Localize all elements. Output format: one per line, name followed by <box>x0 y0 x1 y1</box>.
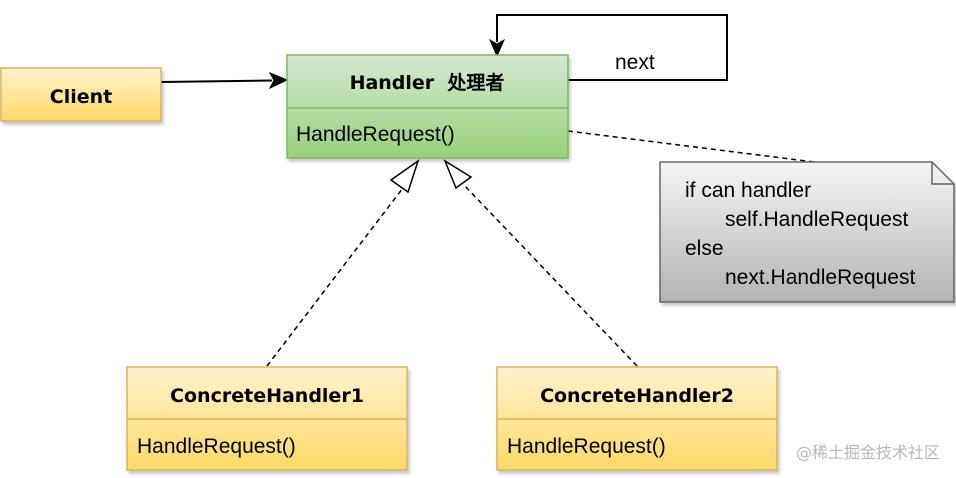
client-label: Client <box>50 86 112 108</box>
note-box <box>659 161 955 303</box>
concrete-handler1-title: ConcreteHandler1 <box>170 385 364 407</box>
handler-class-box <box>286 54 569 159</box>
watermark: @稀土掘金技术社区 <box>796 443 940 462</box>
note-line-1: if can handler <box>685 179 811 202</box>
concrete2-realization-edge <box>443 159 638 367</box>
handler-method: HandleRequest() <box>296 123 455 146</box>
next-self-loop-arrow <box>488 14 728 81</box>
client-to-handler-arrow <box>160 71 289 90</box>
note-connector <box>567 130 815 163</box>
note-line-2: self.HandleRequest <box>725 208 908 231</box>
concrete-handler2-title: ConcreteHandler2 <box>540 385 734 407</box>
note-line-3: else <box>685 237 724 260</box>
next-label: next <box>615 51 655 74</box>
concrete1-realization-edge <box>266 159 420 367</box>
concrete-handler2-method: HandleRequest() <box>507 435 666 458</box>
concrete-handler2-box <box>496 366 778 471</box>
concrete-handler1-box <box>126 366 408 471</box>
concrete-handler1-method: HandleRequest() <box>137 435 296 458</box>
note-line-4: next.HandleRequest <box>725 266 915 289</box>
handler-title: Handler 处理者 <box>350 71 505 94</box>
client-box <box>0 67 162 122</box>
